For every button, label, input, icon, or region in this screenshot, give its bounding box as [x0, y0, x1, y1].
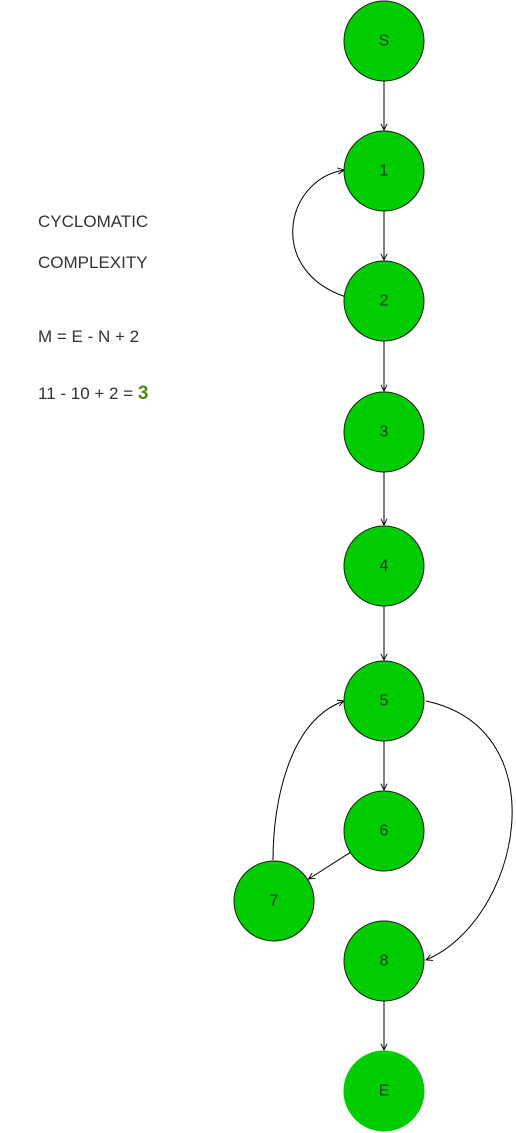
calculation-result: 3: [137, 383, 149, 404]
edge-7-to-5: [272, 701, 344, 861]
node-6: 6: [343, 790, 425, 872]
node-label-2: 2: [380, 293, 389, 310]
edge-2-to-1: [292, 170, 347, 298]
node-4: 4: [343, 525, 425, 607]
node-3: 3: [343, 391, 425, 473]
node-circle-2: [343, 260, 425, 342]
edges: [272, 81, 513, 1050]
nodes: S 1 2 3 4 5 6 7 8E: [233, 0, 425, 1132]
calculation: 11 - 10 + 2 = 3: [38, 383, 148, 405]
node-label-4: 4: [380, 558, 389, 575]
node-circle-8: [343, 920, 425, 1002]
node-circle-6: [343, 790, 425, 872]
node-circle-3: [343, 391, 425, 473]
node-5: 5: [343, 660, 425, 742]
node-label-3: 3: [380, 424, 389, 441]
node-label-8: 8: [380, 953, 389, 970]
node-label-E: E: [379, 1083, 390, 1100]
node-label-5: 5: [380, 693, 389, 710]
node-circle-1: [343, 130, 425, 212]
calculation-expression: 11 - 10 + 2 =: [38, 384, 138, 403]
node-S: S: [343, 0, 425, 82]
node-label-7: 7: [270, 893, 279, 910]
node-label-S: S: [379, 33, 390, 50]
formula: M = E - N + 2: [38, 327, 140, 346]
title-line-2: COMPLEXITY: [38, 253, 148, 272]
node-label-1: 1: [380, 163, 389, 180]
node-circle-S: [343, 0, 425, 82]
node-circle-7: [233, 860, 315, 942]
node-1: 1: [343, 130, 425, 212]
node-circle-5: [343, 660, 425, 742]
title-line-1: CYCLOMATIC: [38, 212, 149, 231]
edge-5-to-8: [426, 700, 513, 960]
node-circle-E: [343, 1050, 425, 1132]
edge-6-to-7: [309, 852, 351, 879]
node-7: 7: [233, 860, 315, 942]
node-E: E: [343, 1050, 425, 1132]
node-circle-4: [343, 525, 425, 607]
node-label-6: 6: [380, 823, 389, 840]
node-2: 2: [343, 260, 425, 342]
node-8: 8: [343, 920, 425, 1002]
